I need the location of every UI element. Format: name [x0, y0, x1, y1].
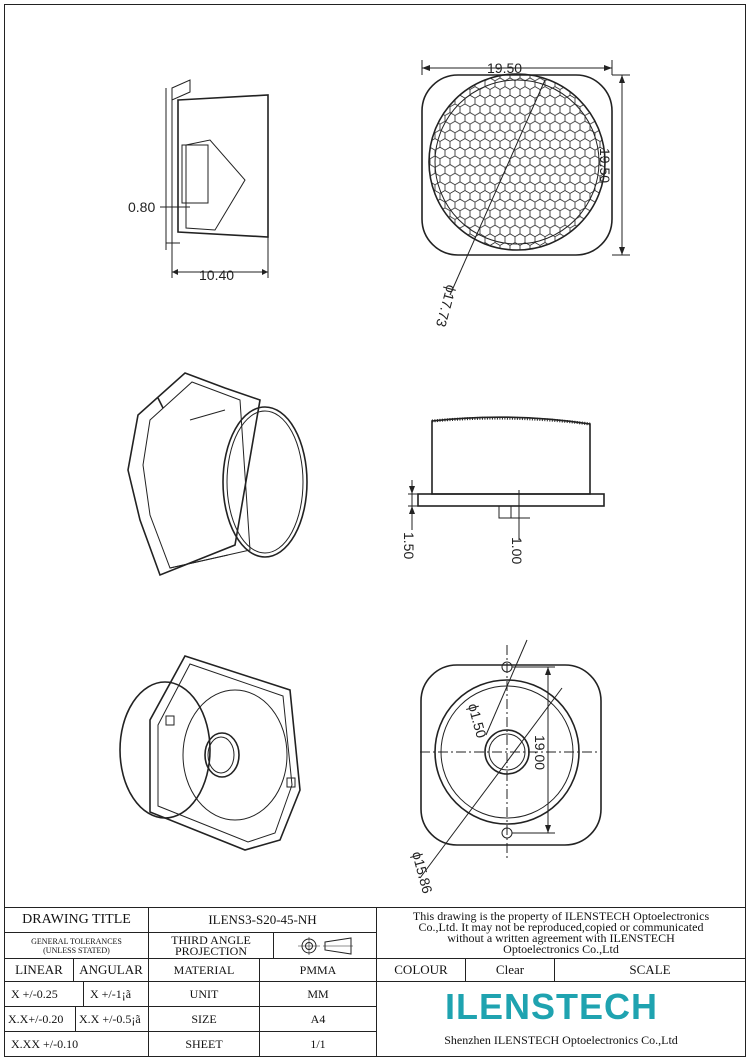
material-value: PMMA: [259, 958, 377, 982]
side-section-view: 0.80 10.40: [128, 79, 269, 283]
part-number: ILENS3-S20-45-NH: [148, 907, 377, 933]
linear-label: LINEAR: [4, 958, 74, 982]
colour-label: COLOUR: [376, 958, 466, 982]
company-panel: [376, 981, 746, 1057]
dim-pin-pitch: 19.00: [532, 735, 548, 770]
iso-back-view: [119, 655, 301, 851]
company-name: Shenzhen ILENSTECH Optoelectronics Co.,L…: [444, 1033, 678, 1047]
dim-pin-height: 1.00: [509, 537, 525, 564]
general-tolerances: GENERAL TOLERANCES (UNLESS STATED): [4, 932, 149, 959]
sheet-label: SHEET: [148, 1031, 260, 1057]
drawing-title-label: DRAWING TITLE: [4, 907, 149, 933]
company-logo: ILENSTECH: [445, 986, 659, 1027]
dim-top-diameter: ϕ17.73: [433, 283, 460, 329]
tolerance-xx-angular: X.X +/-0.5¡ã: [75, 1006, 149, 1032]
size-value: A4: [259, 1006, 377, 1032]
angular-label: ANGULAR: [73, 958, 149, 982]
dim-flange-height: 1.50: [401, 532, 417, 559]
dim-side-depth: 10.40: [199, 267, 234, 283]
bottom-view: ϕ1.50 19.00 ϕ15.86: [409, 639, 602, 896]
tolerance-xx: X.X+/-0.20: [4, 1006, 76, 1032]
front-view: 1.50 1.00: [401, 416, 605, 564]
dim-wall-thickness: 0.80: [128, 199, 155, 215]
unit-value: MM: [259, 981, 377, 1007]
dim-pin-diameter: ϕ1.50: [465, 702, 490, 740]
tolerance-xxx: X.XX +/-0.10: [4, 1031, 149, 1057]
dim-top-width: 19.50: [487, 60, 522, 76]
dim-top-height: 19.50: [597, 148, 613, 183]
unit-label: UNIT: [148, 981, 260, 1007]
sheet-value: 1/1: [259, 1031, 377, 1057]
tolerance-x: X +/-0.25: [4, 981, 84, 1007]
tolerance-x-angular: X +/-1¡ã: [83, 981, 149, 1007]
drawing-views: 0.80 10.40 19.50 19.50 ϕ17.73: [119, 60, 630, 896]
top-view: 19.50 19.50 ϕ17.73: [421, 60, 630, 329]
size-label: SIZE: [148, 1006, 260, 1032]
third-angle-projection-icon: [273, 932, 377, 959]
property-notice: This drawing is the property of ILENSTEC…: [376, 907, 746, 959]
scale-label: SCALE: [554, 958, 746, 982]
projection-label: THIRD ANGLE PROJECTION: [148, 932, 274, 959]
material-label: MATERIAL: [148, 958, 260, 982]
dim-bottom-diameter: ϕ15.86: [409, 850, 436, 896]
iso-front-view: [127, 372, 308, 577]
colour-value: Clear: [465, 958, 555, 982]
